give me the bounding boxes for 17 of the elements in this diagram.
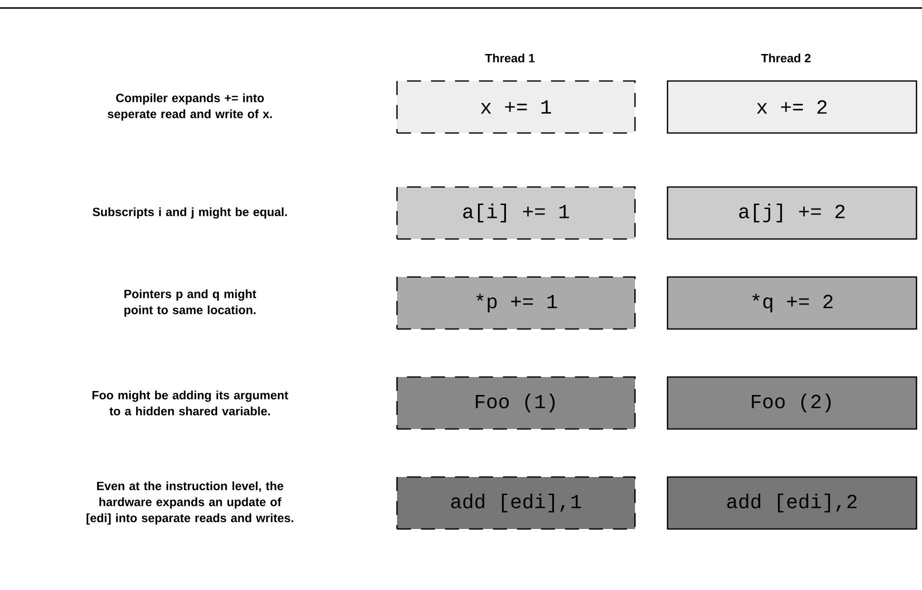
dashed-code-box: add [edi],1: [396, 476, 636, 530]
dashed-code-box: Foo (1): [396, 376, 636, 430]
row-description: Compiler expands += into seperate read and write of x.: [108, 93, 272, 121]
row-description: Even at the instruction level, the hardware expands an update of [edi] into separate reads and writes.: [86, 481, 294, 525]
dashed-code-box: x += 1: [396, 80, 636, 134]
code-box: Foo (2): [666, 376, 918, 430]
code-box: a[j] += 2: [666, 186, 918, 240]
code-box: x += 2: [666, 80, 918, 134]
column-heading: Thread 2: [761, 54, 811, 62]
code-box: *q += 2: [666, 276, 918, 330]
dashed-code-box: *p += 1: [396, 276, 636, 330]
code-box: add [edi],2: [666, 476, 918, 530]
row-description: Subscripts i and j might be equal.: [92, 207, 287, 219]
row-description: Pointers p and q might point to same location.: [124, 289, 256, 317]
dashed-code-box: a[i] += 1: [396, 186, 636, 240]
row-description: Foo might be adding its argument to a hidden shared variable.: [92, 390, 288, 416]
column-heading: Thread 1: [485, 54, 535, 62]
